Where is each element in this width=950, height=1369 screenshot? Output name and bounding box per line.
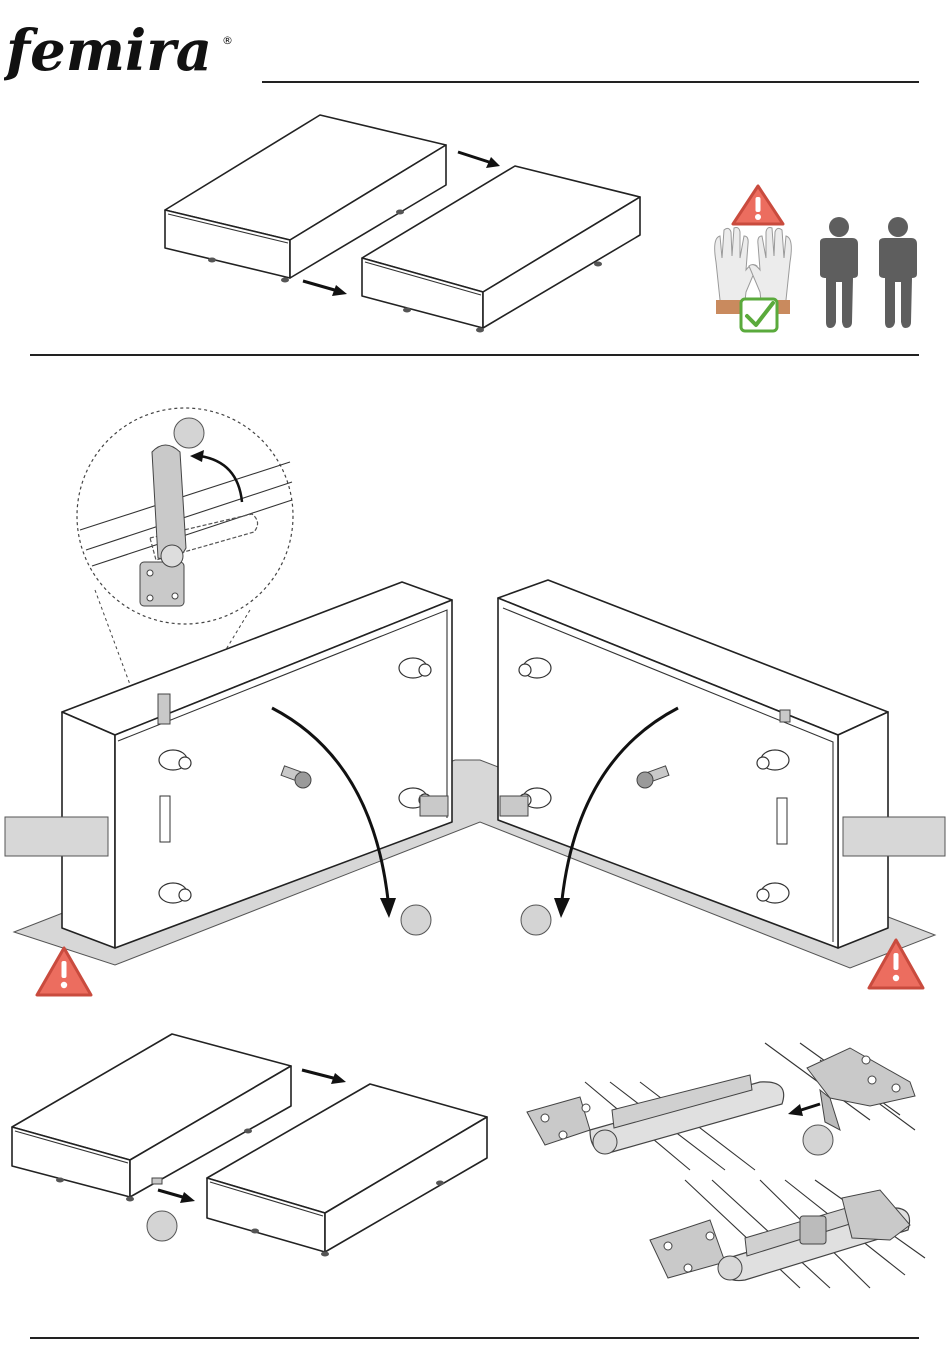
arrow-icon — [302, 1070, 346, 1084]
person-icon — [879, 217, 917, 328]
connector-detail-closed — [650, 1180, 925, 1288]
section-join-bases — [0, 1025, 950, 1325]
warning-triangle-icon — [37, 948, 91, 995]
step-circle — [401, 905, 431, 935]
section-separate-bases — [0, 100, 950, 350]
person-icon — [820, 217, 858, 328]
registered-mark: ® — [222, 34, 233, 47]
arrow-icon — [788, 1104, 820, 1116]
step-circle — [174, 418, 204, 448]
bed-base-right-upright — [498, 580, 888, 948]
bed-base-left-upright — [62, 582, 452, 948]
connector-detail-open — [527, 1043, 915, 1170]
footer-rule — [30, 1337, 919, 1339]
arrow-icon — [303, 281, 347, 296]
arrow-icon — [458, 152, 500, 168]
section-tip-bases — [0, 395, 950, 1000]
support-block-left — [5, 817, 108, 856]
step-circle — [521, 905, 551, 935]
brand-logo: femira ® — [4, 14, 244, 84]
section-rule-1 — [30, 354, 919, 356]
warning-triangle-icon — [733, 186, 783, 224]
step-circle — [147, 1211, 177, 1241]
header-rule — [262, 81, 919, 83]
brand-name: femira — [4, 18, 212, 84]
step-circle — [803, 1125, 833, 1155]
checkmark-icon — [741, 299, 777, 331]
arrow-icon — [158, 1190, 195, 1203]
support-block-right — [843, 817, 945, 856]
